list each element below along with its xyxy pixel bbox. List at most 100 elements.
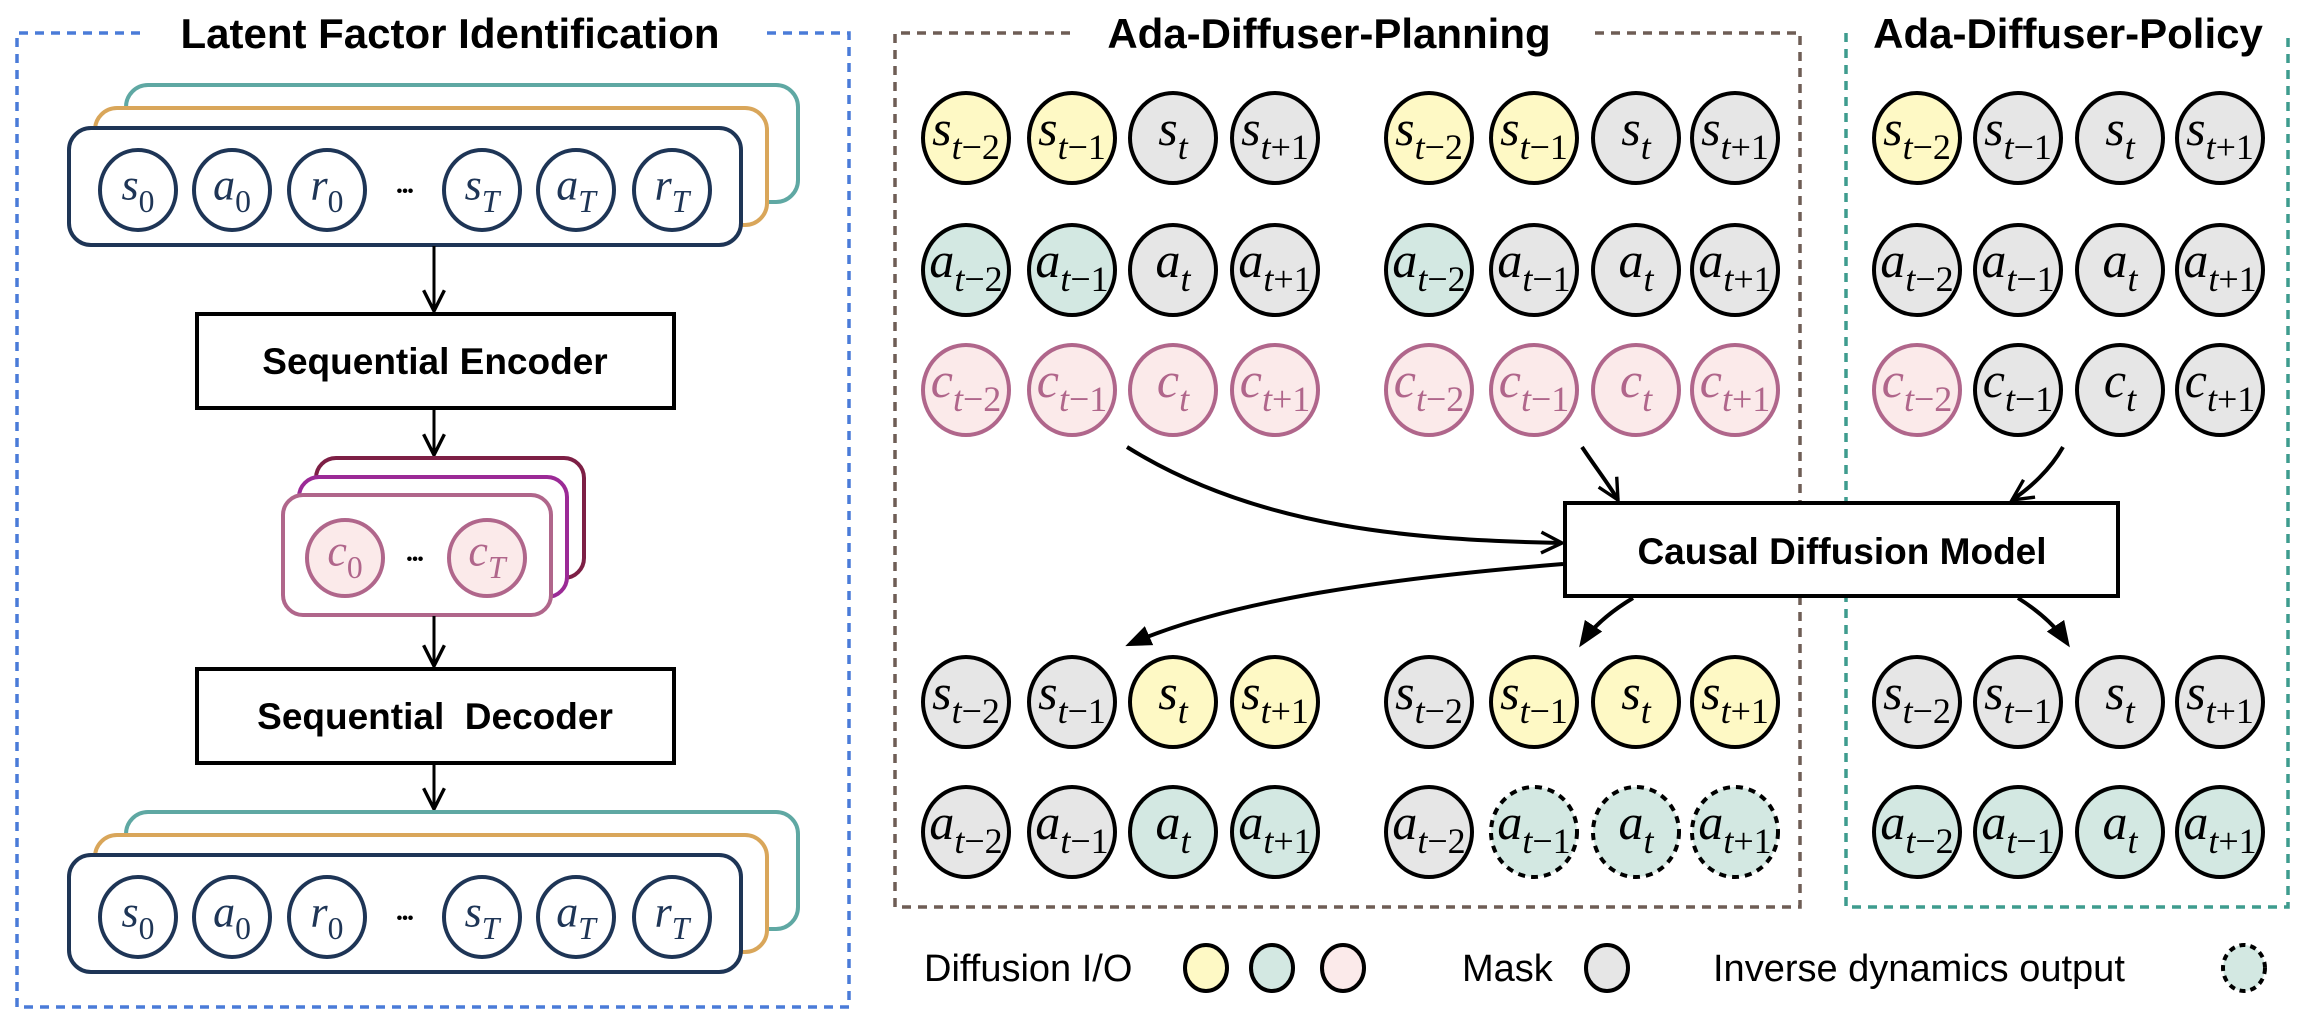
- node-a-io_action: [2175, 785, 2265, 879]
- ellipsis: •••: [397, 183, 414, 200]
- policy-panel-border: [1844, 33, 2290, 909]
- node-label: ct−1: [1983, 352, 2054, 419]
- node-c-io_latent: [1872, 343, 1962, 437]
- node-label: st−1: [1500, 664, 1568, 731]
- node-a-mask: [921, 785, 1011, 879]
- node-a-mask: [1872, 223, 1962, 317]
- node-c-mask: [2075, 343, 2165, 437]
- node-label: ct: [1620, 352, 1653, 419]
- node-s-mask: [1973, 91, 2063, 185]
- node-label: at−1: [1981, 794, 2054, 861]
- legend-swatch-io_state: [1183, 943, 1229, 993]
- node-s-io_state: [1489, 655, 1579, 749]
- node-s-io_state: [1489, 91, 1579, 185]
- node-s-mask: [2075, 655, 2165, 749]
- node-s-mask: [1384, 655, 1474, 749]
- node-a-inv: [1690, 785, 1780, 879]
- legend-mask-label: Mask: [1462, 948, 1554, 990]
- trajectory-node-s-T: [442, 875, 522, 959]
- latent-node-label: cT: [468, 527, 508, 585]
- node-label: at−1: [1035, 794, 1108, 861]
- node-label: at−1: [1497, 232, 1570, 299]
- node-label: at−1: [1497, 794, 1570, 861]
- trajectory-node-s-T: [442, 148, 522, 232]
- node-label: st: [2105, 100, 2135, 167]
- node-label: st: [1621, 664, 1651, 731]
- trajectory-node-a-0: [192, 875, 272, 959]
- node-c-io_latent: [1027, 343, 1117, 437]
- node-label: st−1: [1038, 100, 1106, 167]
- trajectory-node-label: a0: [213, 888, 251, 946]
- node-s-io_state: [1872, 91, 1962, 185]
- node-label: st−1: [1038, 664, 1106, 731]
- node-a-mask: [1128, 223, 1218, 317]
- node-c-io_latent: [921, 343, 1011, 437]
- node-c-io_latent: [1591, 343, 1681, 437]
- node-label: ct+1: [2185, 352, 2256, 419]
- node-a-inv: [1591, 785, 1681, 879]
- node-s-mask: [2175, 91, 2265, 185]
- latent-node-c-0: [305, 518, 385, 598]
- causal-diffusion-model-box: Causal Diffusion Model: [1563, 501, 2120, 598]
- legend: Diffusion I/O Mask Inverse dynamics outp…: [924, 943, 2267, 993]
- trajectory-node-a-T: [536, 875, 616, 959]
- node-s-mask: [1230, 91, 1320, 185]
- planning-panel-border: [893, 31, 1802, 909]
- sequential-encoder-box: Sequential Encoder: [195, 312, 676, 410]
- node-a-mask: [2175, 223, 2265, 317]
- node-a-mask: [1690, 223, 1780, 317]
- legend-inverse-dynamics-label: Inverse dynamics output: [1713, 948, 2125, 990]
- trajectory-node-label: sT: [465, 888, 502, 946]
- node-label: at: [1618, 232, 1654, 299]
- node-a-io_action: [1384, 223, 1474, 317]
- arrow-model-to-policy: [2016, 596, 2070, 648]
- trajectory-node-label: aT: [556, 161, 598, 219]
- node-label: at−2: [1880, 794, 1953, 861]
- trajectory-node-label: rT: [655, 161, 692, 219]
- legend-swatch-io_latent: [1320, 943, 1366, 993]
- legend-diffusion-io-label: Diffusion I/O: [924, 948, 1132, 990]
- node-label: st+1: [2186, 100, 2254, 167]
- node-a-io_action: [1973, 785, 2063, 879]
- node-label: st−1: [1984, 100, 2052, 167]
- node-label: st: [1158, 100, 1188, 167]
- sequential-decoder-label: Sequential Decoder: [257, 696, 613, 737]
- node-label: st−2: [1395, 664, 1463, 731]
- node-a-mask: [1489, 223, 1579, 317]
- node-label: at−1: [1981, 232, 2054, 299]
- trajectory-node-r-0: [287, 148, 367, 232]
- node-a-mask: [1973, 223, 2063, 317]
- trajectory-node-label: r0: [311, 888, 344, 946]
- trajectory-node-r-0: [287, 875, 367, 959]
- node-label: st−2: [1883, 664, 1951, 731]
- node-label: st: [1158, 664, 1188, 731]
- node-s-mask: [1872, 655, 1962, 749]
- node-c-io_latent: [1690, 343, 1780, 437]
- node-a-inv: [1489, 785, 1579, 879]
- node-c-mask: [1973, 343, 2063, 437]
- node-label: st+1: [1241, 664, 1309, 731]
- node-s-mask: [1027, 655, 1117, 749]
- node-label: at−2: [929, 794, 1002, 861]
- trajectory-node-label: sT: [465, 161, 502, 219]
- trajectory-node-r-T: [632, 875, 712, 959]
- node-c-io_latent: [1128, 343, 1218, 437]
- node-label: at: [2102, 794, 2138, 861]
- node-a-io_action: [1027, 223, 1117, 317]
- node-label: ct+1: [1700, 352, 1771, 419]
- node-label: st−2: [1395, 100, 1463, 167]
- latent-node-label: c0: [327, 527, 362, 585]
- node-label: ct−2: [931, 352, 1002, 419]
- node-label: at+1: [1238, 794, 1311, 861]
- policy-panel-title: Ada-Diffuser-Policy: [1873, 10, 2263, 57]
- node-a-mask: [1591, 223, 1681, 317]
- trajectory-node-s-0: [98, 148, 178, 232]
- node-label: at: [1618, 794, 1654, 861]
- node-a-io_action: [921, 223, 1011, 317]
- node-label: ct+1: [1240, 352, 1311, 419]
